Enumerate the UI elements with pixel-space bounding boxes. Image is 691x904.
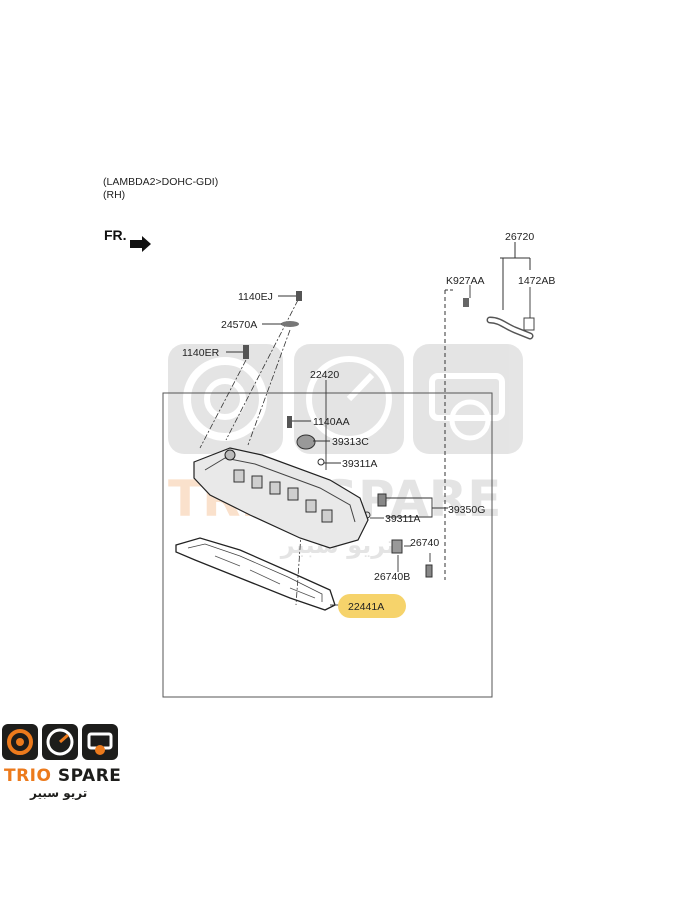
sensor-39313c (296, 434, 316, 450)
bolt-1140er (243, 345, 249, 359)
seal-24570a (281, 321, 299, 327)
cap-26740 (391, 539, 403, 554)
part-label-39311a-top[interactable]: 39311A (342, 458, 377, 470)
bolt-1140aa (287, 416, 292, 428)
brand-word-trio: TRIO (4, 766, 52, 786)
part-label-26720[interactable]: 26720 (505, 231, 534, 243)
highlight-pill (338, 594, 406, 618)
brand-arabic-text: تريو سبير (30, 786, 88, 800)
plug-26740b (425, 564, 433, 578)
part-label-k927aa[interactable]: K927AA (446, 275, 485, 287)
part-label-1140ej[interactable]: 1140EJ (238, 291, 273, 303)
brand-logo-icons (2, 724, 118, 760)
part-label-24570a[interactable]: 24570A (221, 319, 257, 331)
part-label-39350g[interactable]: 39350G (448, 504, 485, 516)
part-label-26740b[interactable]: 26740B (374, 571, 410, 583)
assembly-frame (162, 392, 493, 698)
clamp-k927aa (463, 298, 469, 307)
oring-39311a (317, 458, 325, 466)
engine-variant-label: (LAMBDA2>DOHC-GDI) (103, 176, 219, 188)
bolt-1140ej (296, 291, 302, 301)
sensor-39350g (377, 493, 387, 507)
part-label-1140er[interactable]: 1140ER (182, 347, 220, 359)
part-label-1472ab[interactable]: 1472AB (518, 275, 555, 287)
brand-logo-text: TRIO SPARE (4, 766, 121, 786)
front-arrow-icon (130, 236, 151, 252)
brand-word-spare: SPARE (57, 766, 122, 786)
front-marker-label: FR. (104, 227, 127, 243)
part-label-26740[interactable]: 26740 (410, 537, 439, 549)
part-label-1140aa[interactable]: 1140AA (313, 416, 350, 428)
part-label-22420[interactable]: 22420 (310, 369, 339, 381)
part-label-39311a-bottom[interactable]: 39311A (385, 513, 420, 525)
part-label-22441a[interactable]: 22441A (348, 601, 384, 613)
gasket-22441a (175, 537, 336, 611)
rocker-cover-22420 (193, 447, 369, 549)
side-label: (RH) (103, 189, 126, 201)
part-label-39313c[interactable]: 39313C (332, 436, 369, 448)
